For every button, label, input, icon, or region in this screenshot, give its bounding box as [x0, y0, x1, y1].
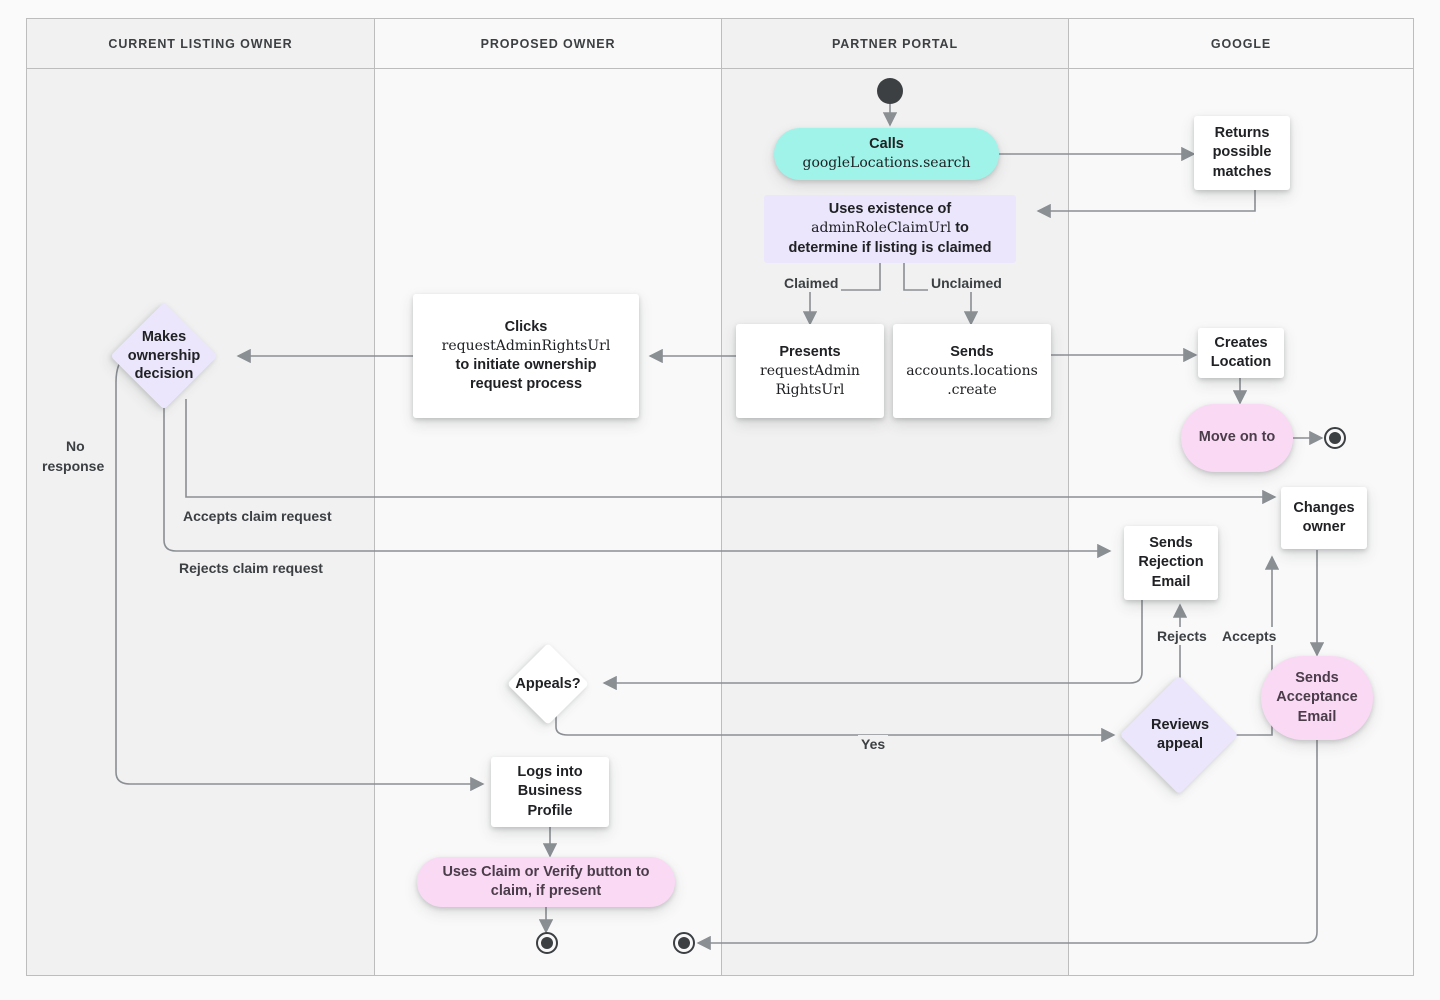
end-node-google [1324, 427, 1346, 449]
node-uses-claim-or-verify-button[interactable]: Uses Claim or Verify button to claim, if… [417, 857, 675, 907]
lane-header-partner-portal: PARTNER PORTAL [722, 19, 1068, 69]
lane-label: PROPOSED OWNER [480, 36, 616, 51]
node-sends-acceptance-email[interactable]: Sends Acceptance Email [1261, 656, 1373, 740]
node-creates-location[interactable]: Creates Location [1198, 328, 1284, 378]
edge-claimed-to-presents [802, 263, 881, 326]
lane-label: GOOGLE [1210, 36, 1272, 51]
lane-label: CURRENT LISTING OWNER [108, 36, 293, 51]
end-node-proposed-owner-left [536, 932, 558, 954]
node-line-1: Calls [869, 136, 904, 153]
edge-label-no-response-line1: No [66, 438, 85, 454]
edge-label-unclaimed: Unclaimed [928, 274, 1005, 293]
lane-header-proposed-owner: PROPOSED OWNER [375, 19, 721, 69]
edge-returns-to-uses [1036, 190, 1256, 219]
node-line-1: Clicks [504, 319, 548, 336]
node-text: Logs into Business Profile [517, 764, 583, 819]
node-line-2: googleLocations.search [802, 155, 971, 172]
node-text: Uses Claim or Verify button to claim, if… [442, 863, 650, 899]
node-changes-owner[interactable]: Changes owner [1281, 487, 1367, 549]
node-line-2: adminRoleClaimUrl to [811, 219, 969, 238]
lane-header-current-listing-owner: CURRENT LISTING OWNER [27, 19, 374, 69]
edge-label-no-response-line2: response [42, 458, 105, 474]
edge-rejectionemail-to-appeals [602, 600, 1143, 691]
start-node [877, 78, 903, 104]
node-line-2: accounts.locations [906, 363, 1038, 380]
edge-label-accepts: Accepts [1219, 627, 1280, 646]
edge-rejects-claim-to-rejectionemail [163, 402, 1112, 559]
node-text: Move on to [1198, 429, 1276, 446]
node-line-3: RightsUrl [775, 381, 845, 398]
edge-unclaimed-to-sends-create [903, 263, 979, 326]
edge-label-claimed: Claimed [781, 274, 842, 293]
node-line-3: determine if listing is claimed [788, 239, 992, 256]
node-line-1: Sends [950, 343, 994, 360]
node-line-2: requestAdminRightsUrl [441, 338, 611, 355]
node-text: Creates Location [1210, 334, 1272, 370]
node-returns-possible-matches[interactable]: Returns possible matches [1194, 116, 1290, 190]
node-clicks-request-admin-rights-url[interactable]: Clicks requestAdminRightsUrl to initiate… [413, 294, 639, 418]
node-line-4: request process [469, 375, 583, 392]
node-sends-rejection-email[interactable]: Sends Rejection Email [1124, 526, 1218, 600]
node-line-3: .create [947, 381, 997, 398]
node-calls-google-locations-search[interactable]: Calls googleLocations.search [774, 128, 999, 180]
node-line-2b: to [951, 220, 969, 237]
edge-label-yes: Yes [858, 735, 889, 754]
edge-acceptanceemail-to-end [696, 740, 1318, 951]
edge-label-accepts-claim-request: Accepts claim request [180, 507, 335, 526]
edge-label-rejects-claim-request: Rejects claim request [176, 559, 326, 578]
end-node-proposed-owner-right [673, 932, 695, 954]
node-line-1: Presents [779, 343, 841, 360]
node-line-1: Uses existence of [828, 201, 952, 218]
edge-reviews-accepts-to-changesowner [1220, 555, 1280, 736]
node-line-2: requestAdmin [760, 363, 860, 380]
edge-appeals-yes-to-reviewsappeal [555, 713, 1116, 743]
lane-header-google: GOOGLE [1069, 19, 1413, 69]
node-text: Sends Rejection Email [1138, 535, 1204, 590]
node-line-3: to initiate ownership [455, 356, 597, 373]
node-sends-accounts-locations-create[interactable]: Sends accounts.locations .create [893, 324, 1051, 418]
node-move-on-to[interactable]: Move on to [1181, 404, 1293, 472]
node-text: Returns possible matches [1212, 125, 1272, 180]
node-logs-into-business-profile[interactable]: Logs into Business Profile [491, 757, 609, 827]
node-uses-existence-of-adminroleclaimurl[interactable]: Uses existence of adminRoleClaimUrl to d… [764, 195, 1016, 263]
lane-label: PARTNER PORTAL [831, 36, 959, 51]
code-adminroleclaimurl: adminRoleClaimUrl [811, 220, 952, 237]
edge-accepts-claim-to-changesowner [185, 399, 1277, 505]
node-presents-request-admin-rights-url[interactable]: Presents requestAdmin RightsUrl [736, 324, 884, 418]
node-text: Changes owner [1293, 499, 1355, 535]
node-text: Sends Acceptance Email [1276, 670, 1358, 725]
edge-label-rejects: Rejects [1154, 627, 1210, 646]
